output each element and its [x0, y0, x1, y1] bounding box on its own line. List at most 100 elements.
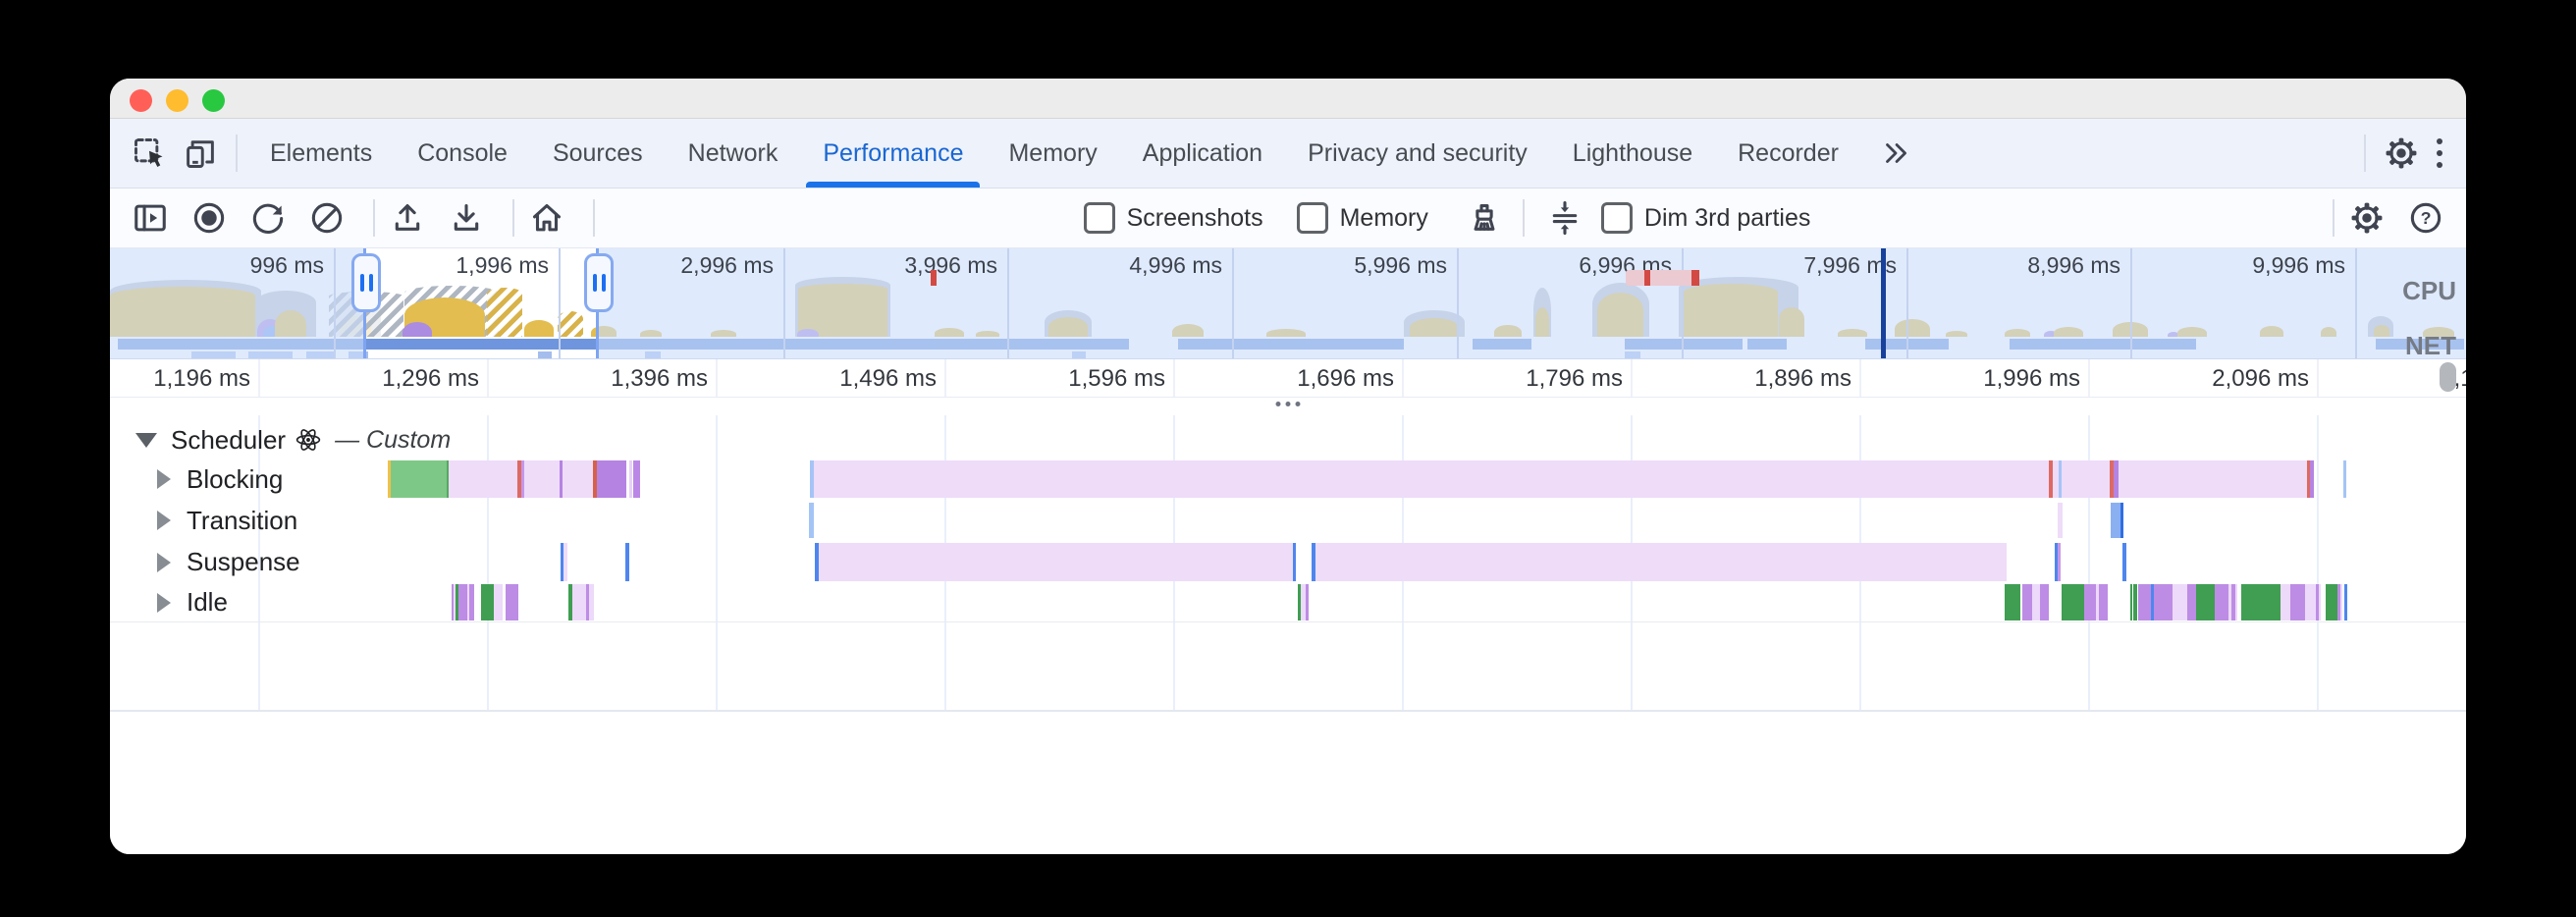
flame-bar-segment[interactable] [814, 460, 2049, 498]
flame-bar-segment[interactable] [388, 460, 391, 498]
track-row-idle[interactable]: Idle [110, 584, 228, 620]
flame-bar-segment[interactable] [2059, 460, 2062, 498]
device-toolbar-icon[interactable] [179, 132, 222, 175]
flame-bar-segment[interactable] [597, 460, 626, 498]
flame-bar-segment[interactable] [2337, 584, 2340, 620]
settings-gear-icon[interactable] [2380, 132, 2423, 175]
screenshots-checkbox-box[interactable] [1083, 202, 1115, 234]
tab-application[interactable]: Application [1142, 138, 1263, 167]
flame-bar-segment[interactable] [2099, 584, 2108, 620]
flame-bar-segment[interactable] [2241, 584, 2281, 620]
flame-bar-segment[interactable] [517, 460, 521, 498]
flame-bar-segment[interactable] [2062, 460, 2110, 498]
expand-triangle-icon[interactable] [157, 592, 171, 613]
flame-bar-segment[interactable] [563, 460, 593, 498]
collect-garbage-icon[interactable] [1462, 195, 1507, 241]
tab-memory[interactable]: Memory [1008, 138, 1098, 167]
flame-bar-segment[interactable] [2133, 584, 2137, 620]
flame-bar-segment[interactable] [391, 460, 447, 498]
flame-bar-segment[interactable] [2119, 460, 2307, 498]
dim-3rd-parties-checkbox-box[interactable] [1600, 202, 1633, 234]
flame-bar-segment[interactable] [589, 584, 594, 620]
flame-bar-segment[interactable] [2058, 503, 2063, 538]
timeline-playhead-marker[interactable] [1881, 248, 1886, 358]
flame-bar-segment[interactable] [593, 460, 597, 498]
upload-profile-icon[interactable] [385, 195, 430, 241]
record-and-reload-icon[interactable] [245, 195, 291, 241]
expand-triangle-icon[interactable] [157, 511, 171, 530]
flame-bar-segment[interactable] [2316, 584, 2319, 620]
flame-bar-segment[interactable] [809, 503, 814, 538]
flame-bar-segment[interactable] [2326, 584, 2337, 620]
more-tabs-button[interactable] [1861, 136, 1930, 170]
tab-elements[interactable]: Elements [270, 138, 373, 167]
dim-3rd-parties-checkbox[interactable]: Dim 3rd parties [1600, 202, 1810, 234]
toggle-sidebar-icon[interactable] [128, 195, 173, 241]
flame-bar-segment[interactable] [2110, 460, 2114, 498]
flame-bar-segment[interactable] [2235, 584, 2237, 620]
flame-bar-segment[interactable] [561, 543, 564, 581]
flame-bar-segment[interactable] [2062, 584, 2084, 620]
flame-bar-segment[interactable] [1298, 584, 1301, 620]
flame-bar-segment[interactable] [629, 460, 632, 498]
flame-bar-segment[interactable] [447, 460, 449, 498]
collapse-tracks-icon[interactable] [1542, 195, 1587, 241]
flame-bar-segment[interactable] [1315, 543, 2007, 581]
tab-performance[interactable]: Performance [800, 119, 986, 188]
flame-bar-segment[interactable] [2040, 584, 2049, 620]
track-row-transition[interactable]: Transition [110, 503, 297, 538]
flame-bar-segment[interactable] [633, 460, 640, 498]
flame-bar-segment[interactable] [2111, 503, 2120, 538]
flame-bar-segment[interactable] [586, 584, 589, 620]
flame-bar-segment[interactable] [2138, 584, 2151, 620]
capture-settings-gear-icon[interactable] [2344, 195, 2389, 241]
flame-bar-segment[interactable] [521, 460, 524, 498]
flame-bar-segment[interactable] [2032, 584, 2040, 620]
clear-icon[interactable] [304, 195, 349, 241]
tab-privacy-and-security[interactable]: Privacy and security [1308, 138, 1528, 167]
flame-bar-segment[interactable] [2130, 584, 2132, 620]
flame-bar-segment[interactable] [2319, 584, 2321, 620]
tab-console[interactable]: Console [417, 138, 508, 167]
inspect-element-icon[interactable] [128, 132, 171, 175]
tab-lighthouse[interactable]: Lighthouse [1572, 138, 1693, 167]
flame-bar-segment[interactable] [2310, 460, 2314, 498]
flame-bar-segment[interactable] [458, 584, 467, 620]
flame-bar-segment[interactable] [2114, 460, 2119, 498]
flame-bar-segment[interactable] [494, 584, 503, 620]
flame-bar-segment[interactable] [625, 543, 629, 581]
flame-bar-segment[interactable] [1301, 584, 1306, 620]
flame-bar-segment[interactable] [2307, 460, 2310, 498]
flame-bar-segment[interactable] [2290, 584, 2305, 620]
flame-bar-segment[interactable] [452, 584, 454, 620]
flame-bar-segment[interactable] [2151, 584, 2154, 620]
flame-bar-segment[interactable] [2305, 584, 2316, 620]
flame-bar-segment[interactable] [2228, 584, 2231, 620]
close-window-button[interactable] [130, 89, 152, 112]
flame-bar-segment[interactable] [572, 584, 586, 620]
flame-bar-segment[interactable] [2215, 584, 2228, 620]
ruler-scrollbar-thumb[interactable] [2440, 362, 2456, 392]
flame-bar-segment[interactable] [2058, 543, 2061, 581]
flame-bar-segment[interactable] [481, 584, 494, 620]
flame-bar-segment[interactable] [2022, 584, 2032, 620]
screenshots-checkbox[interactable]: Screenshots [1083, 202, 1263, 234]
help-icon[interactable]: ? [2403, 195, 2448, 241]
flame-bar-segment[interactable] [2154, 584, 2173, 620]
flame-bar-segment[interactable] [506, 584, 518, 620]
flame-bar-segment[interactable] [2120, 503, 2123, 538]
flame-bar-segment[interactable] [564, 543, 567, 581]
flame-bar-segment[interactable] [2049, 460, 2053, 498]
flame-bar-segment[interactable] [810, 460, 814, 498]
flame-bar-segment[interactable] [2344, 584, 2347, 620]
flame-bar-segment[interactable] [456, 584, 458, 620]
flame-bar-segment[interactable] [2187, 584, 2196, 620]
flame-bar-segment[interactable] [2281, 584, 2290, 620]
flame-bar-segment[interactable] [2340, 584, 2342, 620]
flame-bar-segment[interactable] [815, 543, 819, 581]
flame-bar-segment[interactable] [449, 460, 517, 498]
flame-bar-segment[interactable] [2053, 460, 2059, 498]
right-selection-handle[interactable] [584, 253, 614, 312]
flame-bar-segment[interactable] [1312, 543, 1315, 581]
customize-devtools-menu-icon[interactable] [2427, 138, 2452, 168]
